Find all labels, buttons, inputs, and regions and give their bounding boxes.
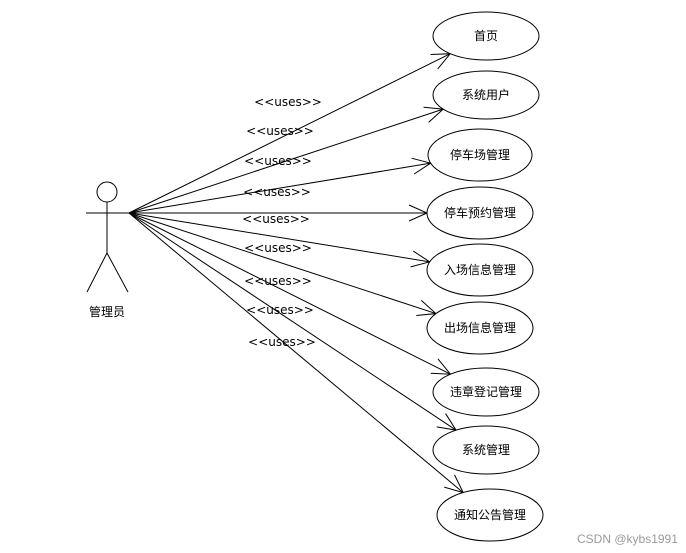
association-labels: <<uses>> <<uses>> <<uses>> <<uses>> <<uses>>… <box>242 95 322 349</box>
use-case-ellipse <box>432 425 540 475</box>
use-case-label: 通知公告管理 <box>454 507 526 522</box>
use-case-label: 停车场管理 <box>450 147 510 162</box>
association-line <box>128 162 431 214</box>
use-case-ellipse <box>436 488 544 542</box>
use-case-label: 入场信息管理 <box>444 262 516 277</box>
use-case-ellipse <box>432 11 540 61</box>
actor-right-leg <box>106 252 129 293</box>
actor-figure <box>86 181 129 293</box>
use-case-ellipse <box>432 70 540 120</box>
actor-label: 管理员 <box>89 304 125 319</box>
uses-label: <<uses>> <box>244 154 312 168</box>
uses-label: <<uses>> <box>248 335 316 349</box>
association-line <box>128 212 430 263</box>
uses-label: <<uses>> <box>246 124 314 138</box>
association-line <box>128 212 464 493</box>
watermark: CSDN @kybs1991 <box>577 532 678 546</box>
actor-head <box>96 181 118 203</box>
use-case-label: 系统用户 <box>462 87 510 102</box>
uses-label: <<uses>> <box>246 303 314 317</box>
actor-left-leg <box>86 252 108 293</box>
use-cases: 首页系统用户停车场管理停车预约管理入场信息管理出场信息管理违章登记管理系统管理通… <box>426 11 544 542</box>
use-case-ellipse <box>426 243 534 297</box>
use-case-label: 首页 <box>474 29 498 43</box>
use-case-ellipse <box>426 186 534 240</box>
uses-label: <<uses>> <box>254 95 322 109</box>
association-line <box>128 212 457 431</box>
arrowhead <box>430 358 452 375</box>
use-case-label: 停车预约管理 <box>444 205 516 220</box>
uses-label: <<uses>> <box>244 274 312 288</box>
uses-label: <<uses>> <box>244 241 312 255</box>
arrowhead <box>430 53 452 70</box>
use-case-ellipse <box>426 301 534 355</box>
uses-label: <<uses>> <box>242 212 310 226</box>
use-case-label: 系统管理 <box>462 442 510 457</box>
association-line <box>128 212 451 375</box>
association-line <box>128 108 444 214</box>
association-line <box>128 53 451 214</box>
use-case-label: 出场信息管理 <box>444 320 516 335</box>
association-line <box>128 212 437 315</box>
uses-label: <<uses>> <box>243 185 311 199</box>
use-case-label: 违章登记管理 <box>450 384 522 399</box>
use-case-ellipse <box>427 128 533 182</box>
use-case-ellipse <box>432 367 540 417</box>
association-lines <box>128 53 464 493</box>
